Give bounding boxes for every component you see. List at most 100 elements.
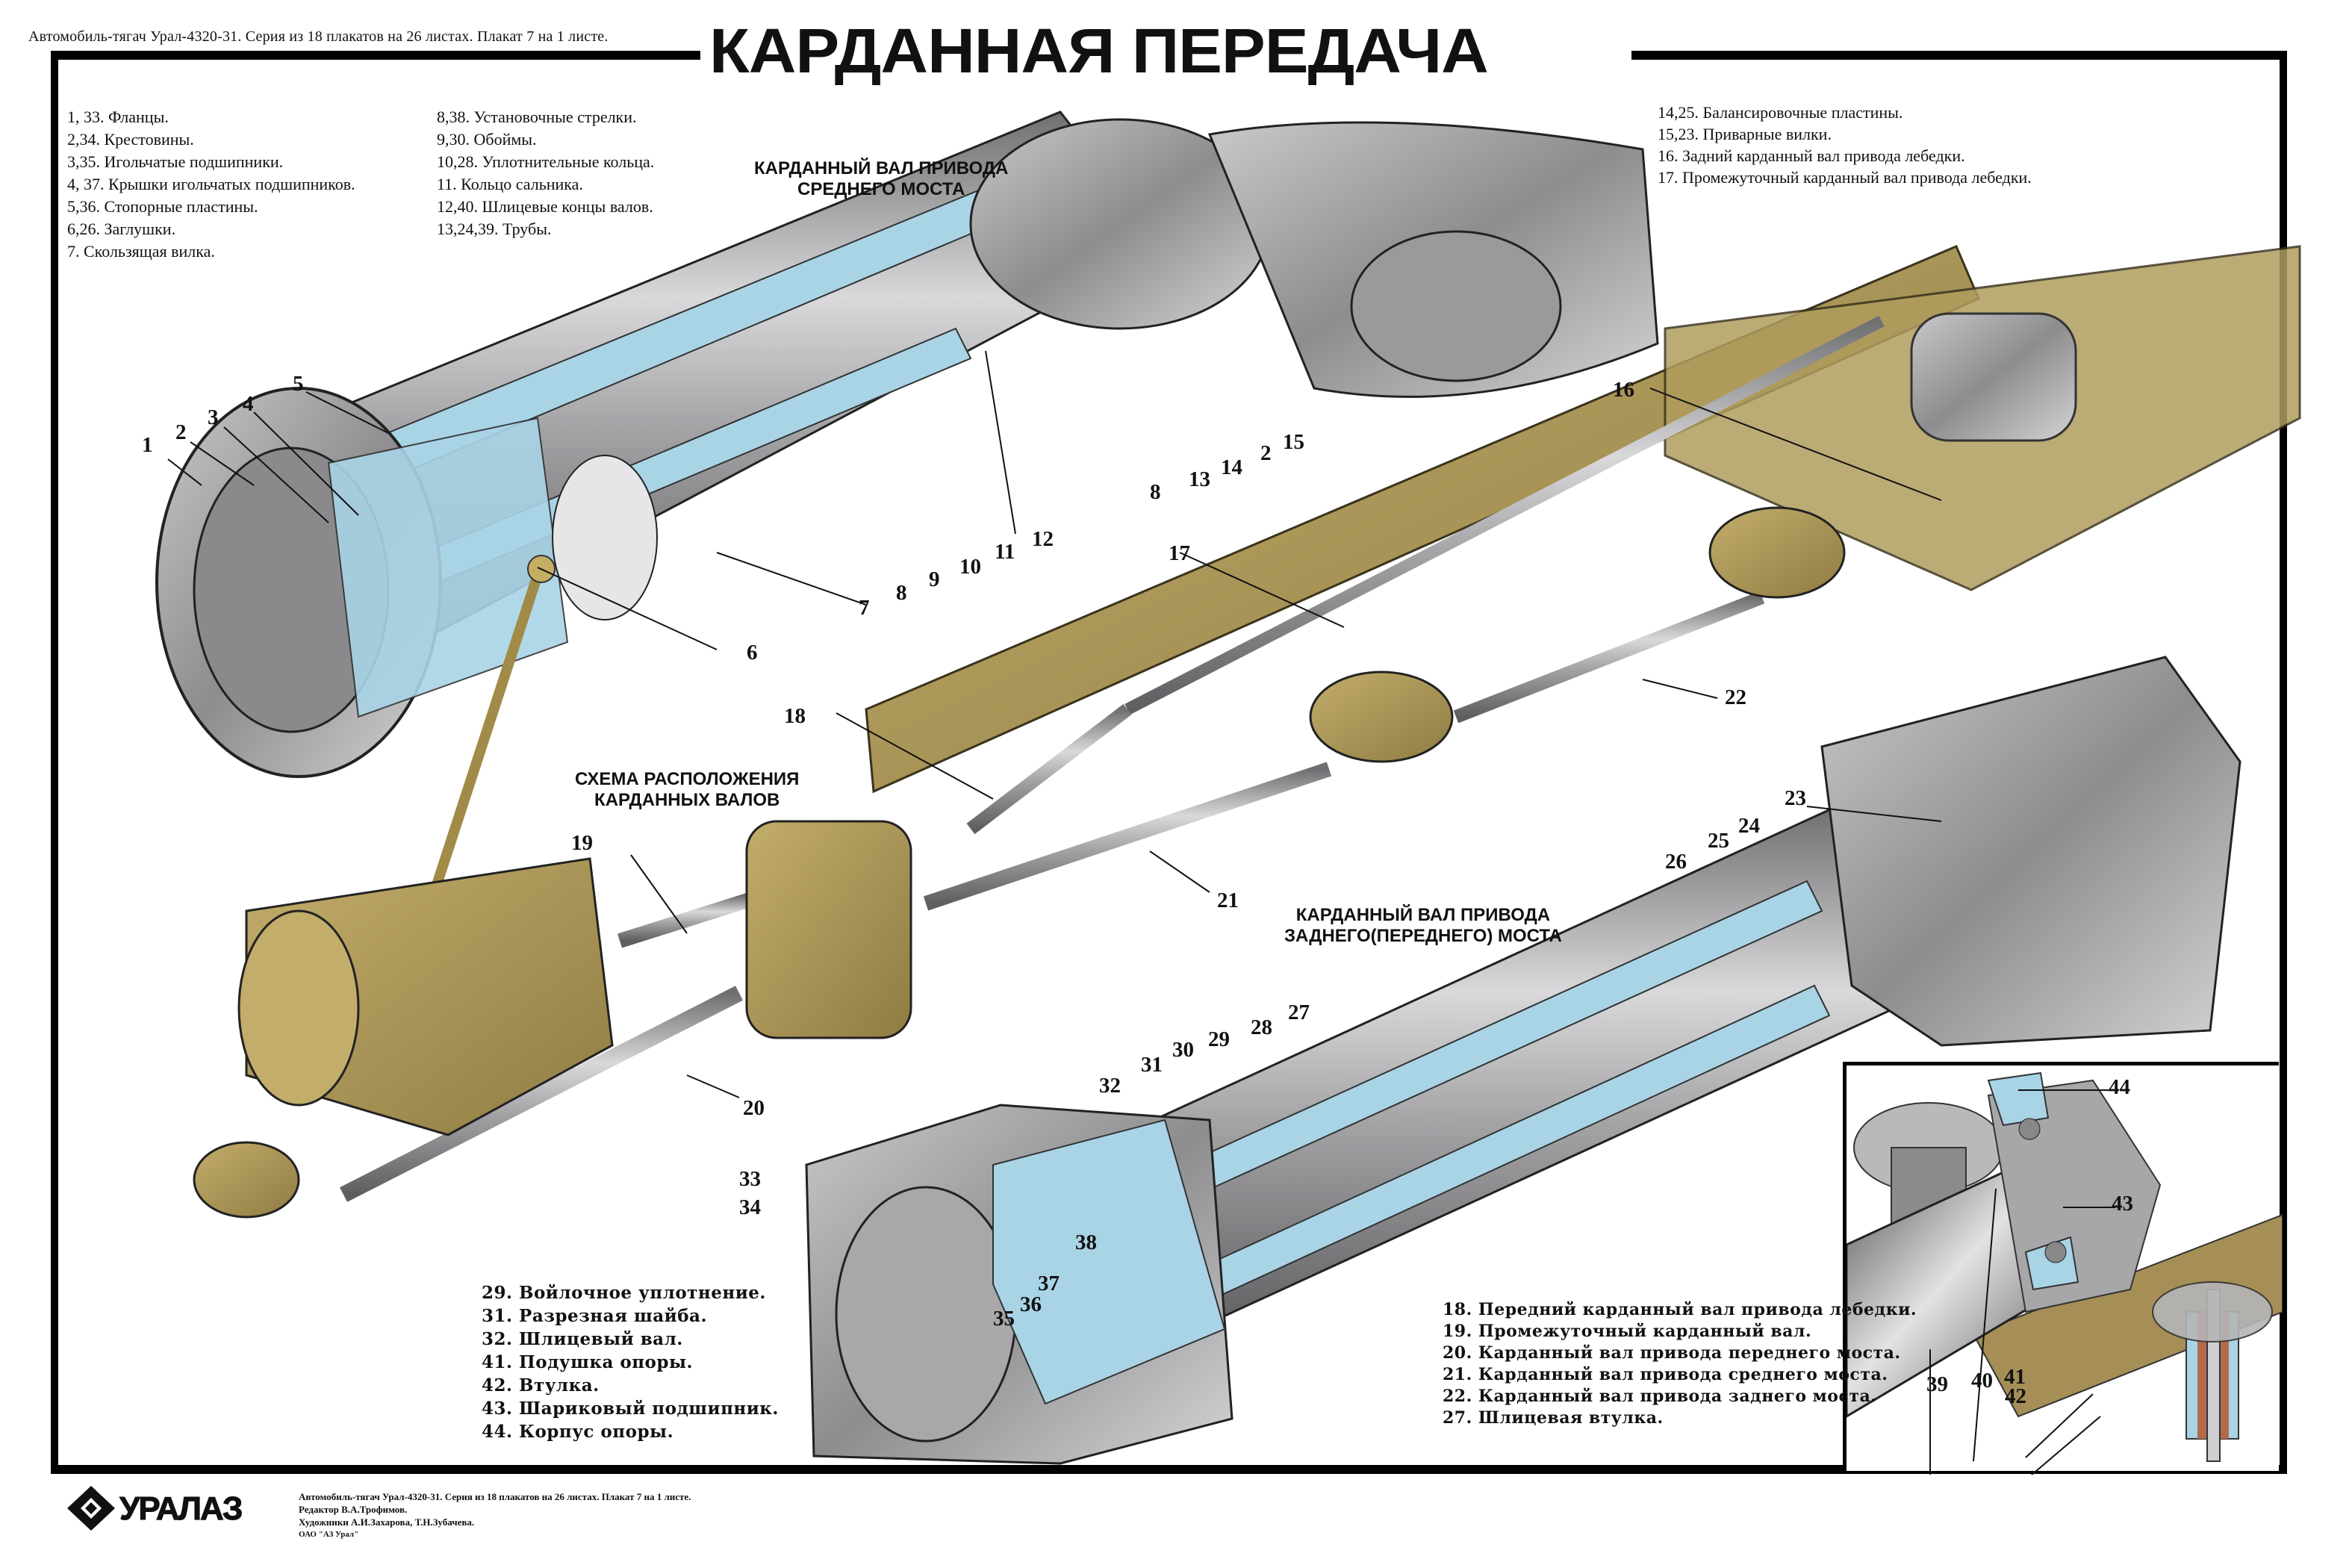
callout-2: 2 [175, 420, 187, 444]
callout-11: 11 [995, 540, 1015, 564]
callout-12: 12 [1032, 527, 1054, 551]
callout-34: 34 [739, 1195, 761, 1219]
callout-8b: 8 [1150, 480, 1161, 504]
callout-17: 17 [1169, 541, 1190, 565]
callout-32: 32 [1099, 1074, 1121, 1098]
caption-line: СРЕДНЕГО МОСТА [797, 179, 965, 199]
caption-line: КАРДАННЫЙ ВАЛ ПРИВОДА [754, 158, 1009, 178]
callout-20: 20 [743, 1096, 765, 1120]
callout-41: 41 [2004, 1365, 2026, 1389]
callout-2b: 2 [1260, 441, 1272, 465]
callout-36: 36 [1020, 1292, 1042, 1316]
callout-30: 30 [1172, 1038, 1194, 1062]
support-bearing-illustration [1845, 1071, 2283, 1484]
caption-layout-scheme: СХЕМА РАСПОЛОЖЕНИЯ КАРДАННЫХ ВАЛОВ [575, 769, 799, 811]
caption-rear-axle: КАРДАННЫЙ ВАЛ ПРИВОДА ЗАДНЕГО(ПЕРЕДНЕГО)… [1284, 905, 1562, 947]
callout-33: 33 [739, 1167, 761, 1191]
callout-9: 9 [929, 567, 940, 591]
callout-27: 27 [1288, 1001, 1310, 1024]
legend-top-mid: 8,38. Установочные стрелки. 9,30. Обоймы… [437, 106, 654, 240]
callout-22: 22 [1725, 685, 1746, 709]
caption-line: КАРДАННЫХ ВАЛОВ [594, 790, 780, 810]
legend-top-left: 1, 33. Фланцы. 2,34. Крестовины. 3,35. И… [67, 106, 355, 263]
series-header: Автомобиль-тягач Урал-4320-31. Серия из … [28, 28, 609, 45]
rear-axle-shaft-cutaway [805, 656, 2241, 1465]
legend-item: 18. Передний карданный вал привода лебед… [1443, 1300, 1917, 1319]
caption-line: СХЕМА РАСПОЛОЖЕНИЯ [575, 769, 800, 789]
middle-axle-shaft-cutaway [155, 111, 1659, 898]
legend-item: 2,34. Крестовины. [67, 130, 194, 149]
legend-item: 15,23. Приварные вилки. [1658, 125, 1832, 143]
callout-10: 10 [959, 555, 981, 579]
callout-42: 42 [2005, 1384, 2026, 1408]
legend-bottom-left: 29. Войлочное уплотнение. 31. Разрезная … [482, 1281, 779, 1443]
legend-item: 32. Шлицевый вал. [482, 1329, 683, 1349]
legend-item: 43. Шариковый подшипник. [482, 1399, 779, 1419]
callout-18: 18 [784, 704, 806, 728]
uralaz-emblem-icon [67, 1486, 115, 1531]
callout-leaders [167, 350, 1942, 1098]
caption-line: КАРДАННЫЙ ВАЛ ПРИВОДА [1295, 905, 1551, 925]
callout-14: 14 [1221, 455, 1242, 479]
legend-item: 41. Подушка опоры. [482, 1352, 694, 1372]
callout-31: 31 [1141, 1053, 1163, 1077]
callout-5: 5 [293, 372, 304, 396]
callout-1: 1 [142, 433, 153, 457]
legend-top-right: 14,25. Балансировочные пластины. 15,23. … [1658, 102, 2032, 188]
legend-item: 12,40. Шлицевые концы валов. [437, 197, 653, 216]
callout-40: 40 [1971, 1369, 1993, 1393]
legend-item: 20. Карданный вал привода переднего мост… [1443, 1343, 1901, 1363]
callout-23: 23 [1785, 786, 1806, 810]
legend-item: 21. Карданный вал привода среднего моста… [1443, 1365, 1888, 1384]
callout-38: 38 [1075, 1231, 1097, 1254]
callout-15: 15 [1283, 430, 1304, 454]
callout-26: 26 [1665, 850, 1687, 874]
legend-item: 27. Шлицевая втулка. [1443, 1408, 1664, 1428]
legend-item: 31. Разрезная шайба. [482, 1306, 707, 1326]
callout-37: 37 [1038, 1272, 1060, 1295]
legend-item: 22. Карданный вал привода заднего моста. [1443, 1387, 1877, 1406]
support-bearing-inset [1843, 1062, 2283, 1484]
callout-13: 13 [1189, 467, 1210, 491]
poster-title: КАРДАННАЯ ПЕРЕДАЧА [709, 16, 1489, 86]
legend-item: 1, 33. Фланцы. [67, 108, 169, 126]
legend-bottom-right: 18. Передний карданный вал привода лебед… [1443, 1299, 1917, 1429]
legend-item: 4, 37. Крышки игольчатых подшипников. [67, 175, 355, 193]
footer-line: Редактор В.А.Трофимов. [299, 1504, 408, 1515]
callout-19: 19 [571, 831, 593, 855]
top-rule-left [51, 51, 700, 60]
callout-25: 25 [1708, 829, 1729, 853]
legend-item: 6,26. Заглушки. [67, 220, 176, 238]
legend-item: 29. Войлочное уплотнение. [482, 1283, 766, 1303]
callout-3: 3 [208, 405, 219, 429]
legend-item: 13,24,39. Трубы. [437, 220, 552, 238]
callout-7: 7 [859, 596, 870, 620]
callout-29: 29 [1208, 1027, 1230, 1051]
legend-item: 3,35. Игольчатые подшипники. [67, 152, 284, 171]
callout-43: 43 [2112, 1192, 2133, 1216]
footer-line: ОАО "АЗ Урал" [299, 1530, 359, 1539]
driveshaft-scheme [193, 315, 1885, 1219]
legend-item: 7. Скользящая вилка. [67, 242, 215, 261]
callout-4: 4 [243, 392, 254, 416]
legend-item: 10,28. Уплотнительные кольца. [437, 152, 655, 171]
uralaz-logo: УРАЛАЗ [66, 1484, 243, 1536]
poster-frame [51, 54, 2287, 1474]
legend-item: 44. Корпус опоры. [482, 1422, 674, 1442]
callout-28: 28 [1251, 1015, 1272, 1039]
footer-credits: Автомобиль-тягач Урал-4320-31. Серия из … [299, 1490, 691, 1541]
legend-item: 9,30. Обоймы. [437, 130, 537, 149]
uralaz-wordmark: УРАЛАЗ [119, 1490, 243, 1528]
footer-line: Автомобиль-тягач Урал-4320-31. Серия из … [299, 1491, 691, 1502]
callout-24: 24 [1738, 814, 1760, 838]
caption-middle-axle: КАРДАННЫЙ ВАЛ ПРИВОДА СРЕДНЕГО МОСТА [754, 158, 1008, 200]
callout-39: 39 [1926, 1372, 1948, 1396]
top-rule-right [1631, 51, 2287, 60]
callout-16: 16 [1613, 378, 1634, 402]
legend-item: 17. Промежуточный карданный вал привода … [1658, 168, 2032, 187]
legend-item: 19. Промежуточный карданный вал. [1443, 1322, 1812, 1341]
callout-35: 35 [993, 1307, 1015, 1331]
callout-6: 6 [747, 641, 758, 665]
callout-21: 21 [1217, 889, 1239, 912]
